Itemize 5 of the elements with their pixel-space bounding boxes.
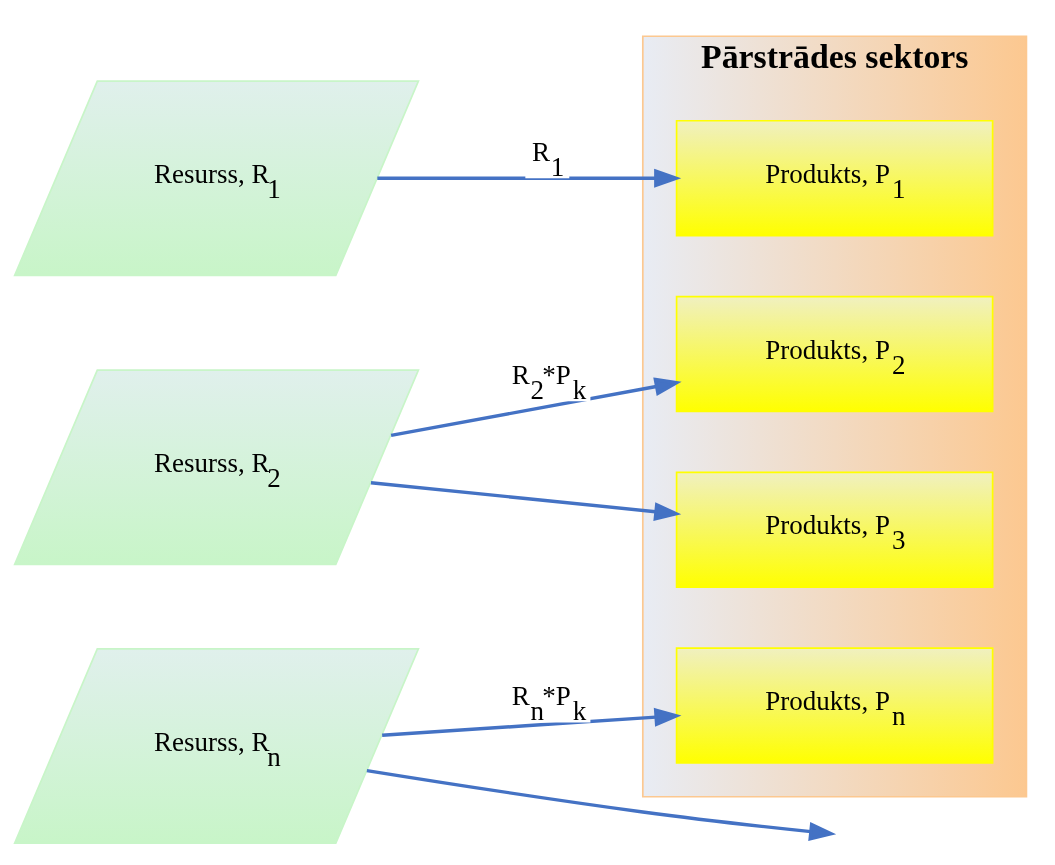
arrow [382,707,682,737]
arrow [377,168,682,188]
arrow [366,768,837,841]
arrow [370,480,682,521]
arrow [390,376,682,437]
